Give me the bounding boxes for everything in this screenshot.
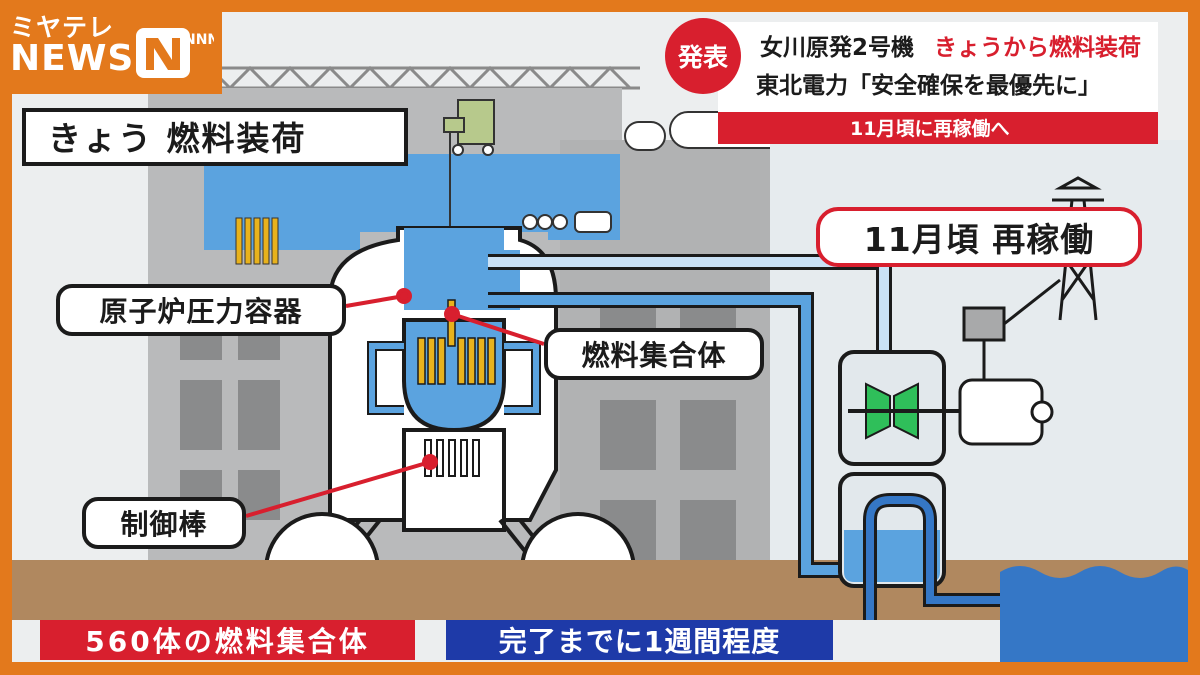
- label-restart: 11月頃 再稼働: [816, 207, 1142, 267]
- page-title: きょう 燃料装荷: [48, 119, 307, 158]
- refueling-machine: [443, 99, 495, 300]
- turbine-housing: [838, 350, 946, 466]
- control-rod-housing: [402, 428, 506, 532]
- headline-action: きょうから燃料装荷: [934, 35, 1141, 61]
- label-control-rods: 制御棒: [82, 497, 246, 549]
- label-pressure-vessel: 原子炉圧力容器: [56, 284, 346, 336]
- logo-station-name: ミヤテレ: [10, 13, 115, 42]
- fuel-assemblies: [417, 299, 496, 385]
- label-fuel-assembly: 燃料集合体: [544, 328, 764, 380]
- nnn-label: NNN: [184, 32, 214, 48]
- caption-duration: 完了までに1週間程度: [446, 620, 833, 660]
- generator: [958, 378, 1054, 446]
- sea: [1000, 566, 1188, 662]
- headline-restart: 11月頃に再稼働へ: [850, 118, 1010, 140]
- headline-panel: [718, 22, 1158, 112]
- announcement-badge: 発表: [665, 18, 741, 94]
- ground: [12, 560, 1188, 620]
- nnn-logo-icon: NNN: [136, 28, 214, 78]
- caption-fuel-count: 560体の燃料集合体: [40, 620, 415, 660]
- headline-subbar: [718, 112, 1158, 144]
- logo-news-text: NEWS: [10, 38, 135, 79]
- headline-quote: 東北電力「安全確保を最優先に」: [756, 73, 1101, 99]
- headline-subject: 女川原発2号機: [760, 35, 915, 61]
- title-plate: [22, 108, 408, 166]
